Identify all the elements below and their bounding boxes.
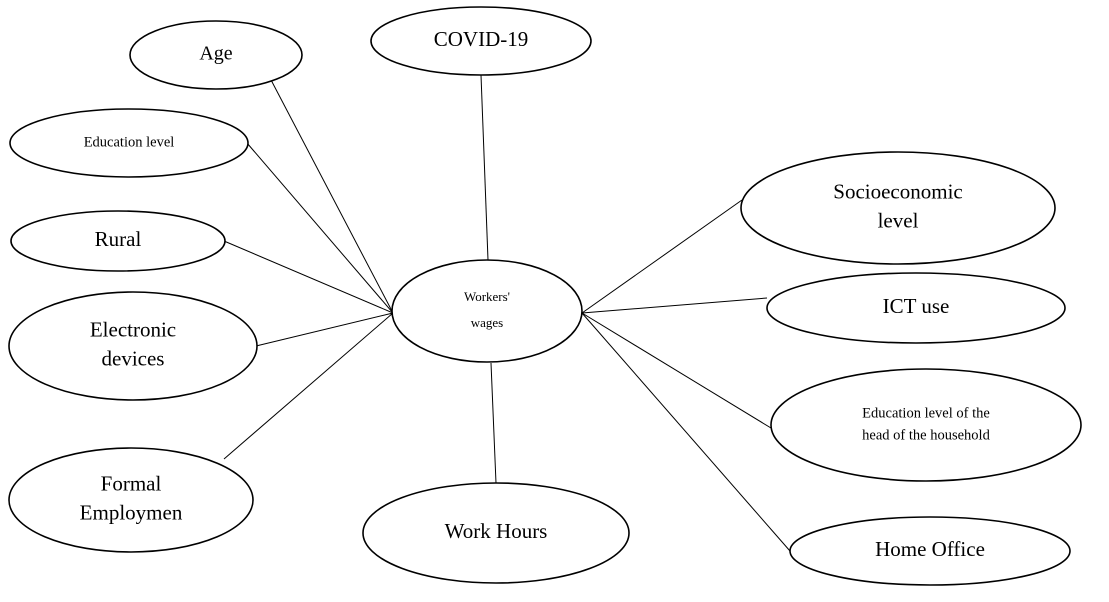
node-ellipse-education-level-head	[770, 368, 1082, 482]
center-node-workers-wages: Workers' wages	[391, 259, 583, 363]
node-electronic-devices: Electronic devices	[8, 291, 258, 401]
node-label-education-level-line-1: Education level	[84, 134, 175, 150]
node-education-level-head: Education level of the head of the househ…	[770, 368, 1082, 482]
node-ellipse-workers-wages	[391, 259, 583, 363]
node-ellipse-rural	[10, 210, 226, 272]
node-label-education-level-head-line-2: head of the household	[862, 427, 990, 443]
node-covid-19: COVID-19	[370, 6, 592, 76]
connector-education-level-head	[581, 312, 772, 429]
node-ellipse-ict-use	[766, 272, 1066, 344]
node-work-hours: Work Hours	[362, 482, 630, 584]
node-label-age-line-1: Age	[199, 43, 232, 65]
node-label-workers-wages-line-2: wages	[471, 315, 504, 330]
node-ict-use: ICT use	[766, 272, 1066, 344]
node-ellipse-work-hours	[362, 482, 630, 584]
node-ellipse-education-level	[9, 108, 249, 178]
node-label-electronic-devices-line-1: Electronic	[90, 317, 176, 341]
node-label-home-office-line-1: Home Office	[875, 537, 985, 561]
node-label-formal-employment-line-2: Employmen	[80, 500, 183, 524]
connector-home-office	[581, 312, 791, 552]
node-ellipse-electronic-devices	[8, 291, 258, 401]
node-ellipse-age	[129, 20, 303, 90]
connector-socioeconomic-level	[581, 199, 743, 314]
connector-work-hours	[490, 362, 497, 484]
node-label-socioeconomic-level-line-1: Socioeconomic	[833, 179, 962, 203]
node-label-workers-wages-line-1: Workers'	[464, 289, 510, 304]
connector-formal-employment	[223, 312, 394, 460]
connector-covid-19	[480, 74, 489, 261]
node-socioeconomic-level: Socioeconomic level	[740, 151, 1056, 265]
connector-rural	[223, 240, 394, 314]
node-label-formal-employment-line-1: Formal	[101, 471, 162, 495]
connector-ict-use	[581, 297, 768, 314]
connector-electronic-devices	[255, 312, 394, 347]
node-ellipse-home-office	[789, 516, 1071, 586]
node-label-socioeconomic-level-line-2: level	[878, 208, 919, 232]
node-rural: Rural	[10, 210, 226, 272]
node-age: Age	[129, 20, 303, 90]
connectors	[223, 74, 791, 552]
connector-education-level	[246, 142, 394, 314]
node-label-education-level-head-line-1: Education level of the	[862, 405, 990, 421]
node-label-rural-line-1: Rural	[95, 227, 142, 251]
node-label-ict-use-line-1: ICT use	[883, 294, 950, 318]
node-education-level: Education level	[9, 108, 249, 178]
node-label-electronic-devices-line-2: devices	[102, 346, 165, 370]
node-label-covid-19-line-1: COVID-19	[434, 27, 529, 51]
connector-age	[269, 77, 394, 314]
node-label-work-hours-line-1: Work Hours	[445, 519, 548, 543]
node-ellipse-socioeconomic-level	[740, 151, 1056, 265]
node-ellipse-covid-19	[370, 6, 592, 76]
node-ellipse-formal-employment	[8, 447, 254, 553]
node-home-office: Home Office	[789, 516, 1071, 586]
